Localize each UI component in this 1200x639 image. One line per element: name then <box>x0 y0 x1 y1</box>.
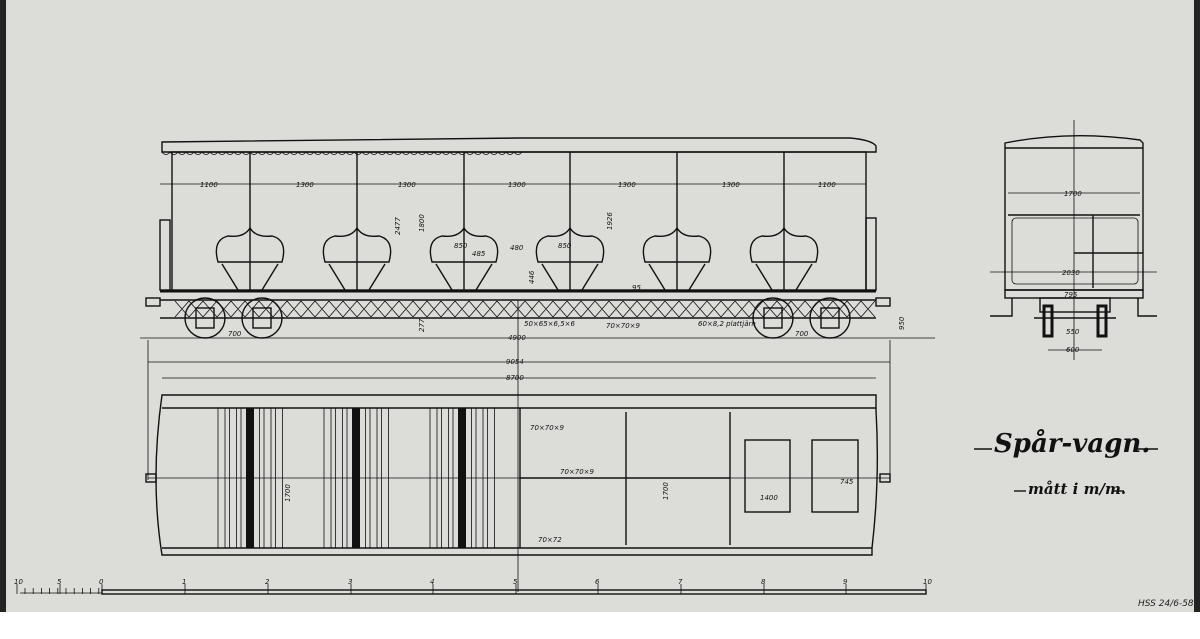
dim-bay-1: 1100 <box>200 181 218 189</box>
dim-bay-3: 1300 <box>398 181 416 189</box>
right-border <box>1194 0 1200 612</box>
end-dim-600: 600 <box>1066 346 1080 354</box>
bench-slat <box>487 407 495 549</box>
plan-profile-2: 70×70×9 <box>560 468 595 476</box>
archive-stamp: HSS 24/6-58 <box>1138 599 1194 609</box>
end-view: 1700 2030 795 550 600 <box>990 120 1157 360</box>
bench-center-rail <box>246 408 254 548</box>
dim-seat-446: 446 <box>528 270 536 284</box>
dim-95: 95 <box>632 284 641 292</box>
dim-bay-6: 1300 <box>722 181 740 189</box>
paper-background <box>0 0 1200 612</box>
bench-slat <box>263 407 272 549</box>
profile-angle-1: 50×65×6,5×6 <box>524 320 576 328</box>
bench-slat <box>217 407 226 549</box>
end-dim-550: 550 <box>1066 328 1080 336</box>
dim-seat-480: 480 <box>510 244 524 252</box>
dim-bay-7: 1100 <box>818 181 836 189</box>
dim-277: 277 <box>418 318 426 332</box>
scale-label: 0 <box>99 578 104 586</box>
bench-slat <box>275 407 283 549</box>
bench-slat <box>369 407 378 549</box>
scale-label: 3 <box>348 578 352 586</box>
left-border <box>0 0 6 612</box>
dim-height-1926: 1926 <box>606 212 614 230</box>
bench-slat <box>323 407 332 549</box>
dim-bay-4: 1300 <box>508 181 526 189</box>
scale-label: 6 <box>595 578 600 586</box>
dim-wheelbase-right: 700 <box>795 330 809 338</box>
scale-label: 2 <box>265 578 270 586</box>
plan-dim-1400: 1400 <box>760 494 778 502</box>
seat-back <box>535 226 605 263</box>
bench-slat <box>229 407 237 549</box>
dim-bay-2: 1300 <box>296 181 314 189</box>
dim-seat-485: 485 <box>472 250 486 258</box>
plan-dim-745: 745 <box>840 478 854 486</box>
scale-label: 1 <box>182 578 186 586</box>
seat-legs <box>648 263 706 291</box>
seat-back <box>322 226 392 263</box>
bench-center-rail <box>458 408 466 548</box>
plan-view: 1700 1700 70×70×9 70×70×9 70×72 1400 745 <box>145 394 891 556</box>
seat-back <box>429 226 499 263</box>
bench-slat <box>335 407 343 549</box>
axle-box <box>195 307 215 329</box>
plan-dim-1700-right: 1700 <box>662 482 670 500</box>
axle-box <box>763 307 783 329</box>
plan-dim-1700-left: 1700 <box>284 484 292 502</box>
seat-legs <box>328 263 386 291</box>
scale-label: 5 <box>513 578 518 586</box>
seat-legs <box>755 263 813 291</box>
dim-height-2477: 2477 <box>394 217 402 235</box>
profile-flat-bar: 60×8,2 plattjärn <box>698 320 756 328</box>
bench-slat <box>475 407 484 549</box>
end-dim-795: 795 <box>1064 291 1078 299</box>
seat-back <box>642 226 712 263</box>
title-block: Spår-vagn. mått i m/m. <box>974 428 1158 498</box>
axle-box <box>820 307 840 329</box>
dim-seat-850b: 850 <box>558 242 572 250</box>
scale-label: 8 <box>761 578 766 586</box>
drawing-subtitle: mått i m/m. <box>1028 480 1126 498</box>
scale-bar: 10 5 0 1 2 3 4 5 6 7 8 9 10 <box>14 578 932 595</box>
seat-back <box>215 226 285 263</box>
bench-slat <box>381 407 389 549</box>
plan-profile-1: 70×70×9 <box>530 424 565 432</box>
seat-legs <box>221 263 279 291</box>
scale-label: 10 <box>923 578 932 586</box>
plan-profile-3: 70×72 <box>538 536 562 544</box>
dim-height-1800: 1800 <box>418 214 426 232</box>
end-dim-2030: 2030 <box>1062 269 1080 277</box>
seat-legs <box>435 263 493 291</box>
scale-label: 7 <box>678 578 683 586</box>
bench-center-rail <box>352 408 360 548</box>
bench-slat <box>441 407 449 549</box>
dim-4900: 4900 <box>508 334 526 342</box>
dim-bay-5: 1300 <box>618 181 636 189</box>
bench-slat <box>429 407 438 549</box>
dim-seat-850: 850 <box>454 242 468 250</box>
end-dim-1700: 1700 <box>1064 190 1082 198</box>
axle-box <box>252 307 272 329</box>
scale-label: 5 <box>57 578 62 586</box>
scale-label: 4 <box>430 578 434 586</box>
seat-back <box>749 226 819 263</box>
scale-label: 9 <box>843 578 848 586</box>
dim-wheelbase-left: 700 <box>228 330 242 338</box>
seat-legs <box>541 263 599 291</box>
dim-950: 950 <box>898 316 906 330</box>
scale-label: 10 <box>14 578 23 586</box>
side-view <box>140 137 935 339</box>
drawing-title: Spår-vagn. <box>994 428 1150 459</box>
profile-angle-2: 70×70×9 <box>606 322 641 330</box>
